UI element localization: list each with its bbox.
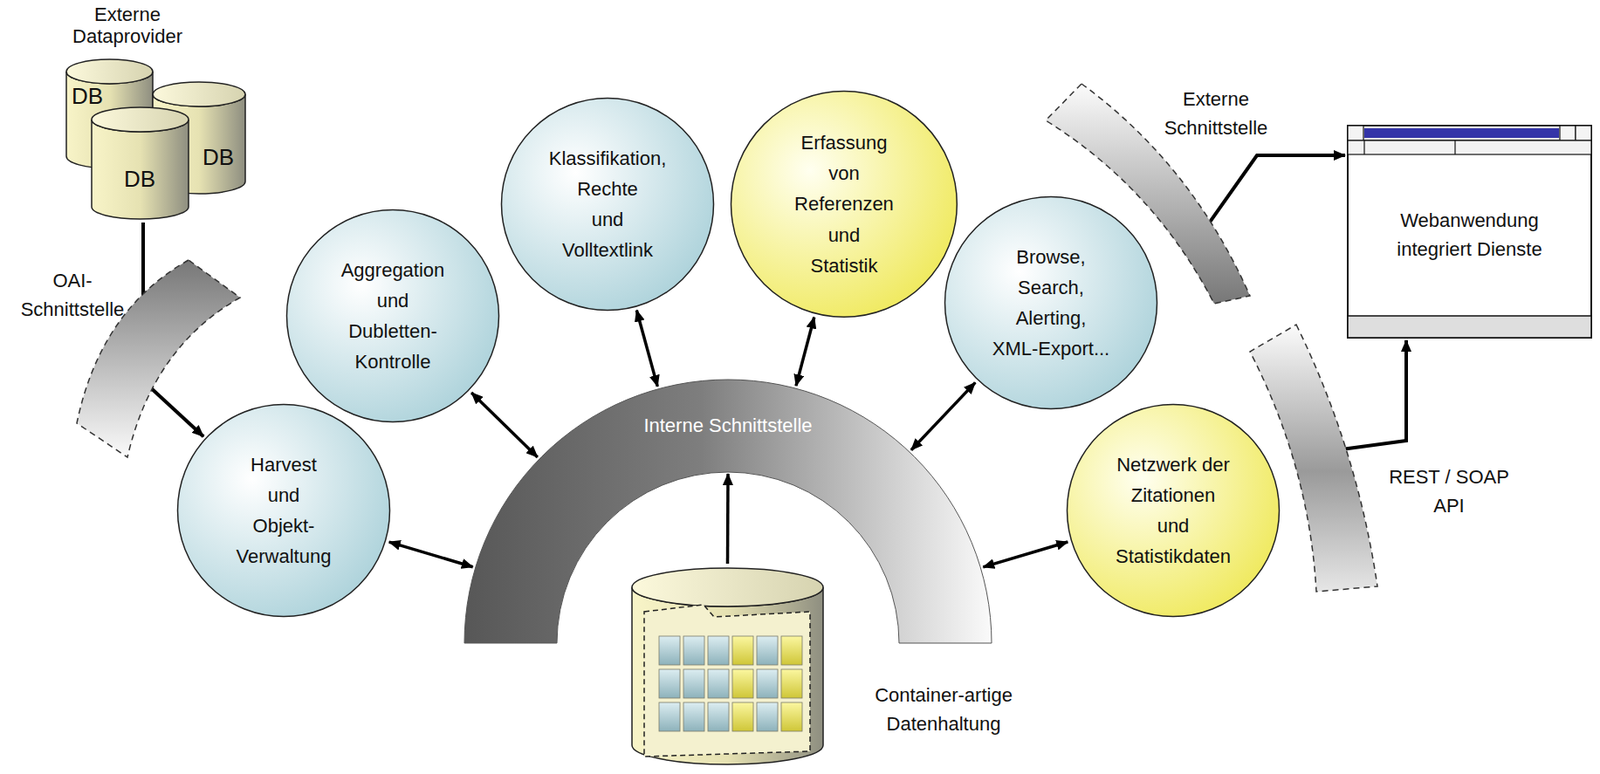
node-shape (1038, 78, 1257, 310)
node-label: Erfassung von Referenzen und Statistik (769, 127, 919, 282)
connector-arrow (982, 542, 1068, 568)
node-shape (1065, 403, 1281, 619)
service-circle: Erfassung von Referenzen und Statistik (729, 89, 959, 319)
node-label: REST / SOAP API (1383, 462, 1515, 521)
node-label: Aggregation und Dubletten- Kontrolle (318, 254, 467, 378)
node-shape (176, 403, 392, 619)
node-shape (285, 208, 501, 424)
node-label: Browse, Search, Alerting, XML-Export... (976, 241, 1126, 365)
connector-arrow (148, 385, 204, 437)
database-label: DB (202, 145, 234, 169)
node-label: Netzwerk der Zitationen und Statistikdat… (1114, 449, 1233, 573)
connector-arrow (636, 310, 658, 387)
node-label: Harvest und Objekt- Verwaltung (209, 449, 358, 573)
connector-arrow (911, 382, 976, 450)
database-label: DB (71, 84, 104, 108)
rest-soap-band: REST / SOAP API (1243, 318, 1384, 598)
connector-arrow (471, 392, 538, 458)
connector-arrow (389, 542, 474, 568)
database-label: DB (123, 167, 156, 191)
connector-arrow (1341, 340, 1407, 450)
node-label: Webanwendung integriert Dienste (1387, 206, 1553, 264)
web-application-window: Webanwendung integriert Dienste (1346, 124, 1593, 339)
service-circle: Harvest und Objekt- Verwaltung (176, 403, 392, 619)
service-circle: Browse, Search, Alerting, XML-Export... (943, 195, 1159, 411)
node-shape (500, 96, 715, 312)
node-shape (630, 566, 825, 769)
container-storage: Container-artige Datenhaltung (630, 566, 825, 769)
connector-arrow (1200, 155, 1346, 236)
service-circle: Netzwerk der Zitationen und Statistikdat… (1065, 403, 1281, 619)
node-label: Interne Schnittstelle (464, 410, 992, 441)
service-circle: Aggregation und Dubletten- Kontrolle (285, 208, 501, 424)
node-shape (1346, 124, 1593, 339)
node-label: OAI- Schnittstelle (6, 266, 138, 324)
node-label: Klassifikation, Rechte und Volltextlink (533, 143, 682, 267)
connector-arrow (796, 316, 815, 386)
node-label: Externe Schnittstelle (1150, 84, 1282, 143)
node-label: Externe Dataprovider (57, 3, 198, 49)
external-interface-band: Externe Schnittstelle (1038, 78, 1257, 310)
connector-arrow (141, 222, 145, 303)
node-shape (1243, 318, 1384, 598)
node-label: Container-artige Datenhaltung (865, 680, 1023, 739)
service-circle: Klassifikation, Rechte und Volltextlink (500, 96, 715, 312)
connector-arrow (726, 473, 730, 564)
node-shape (943, 195, 1159, 411)
